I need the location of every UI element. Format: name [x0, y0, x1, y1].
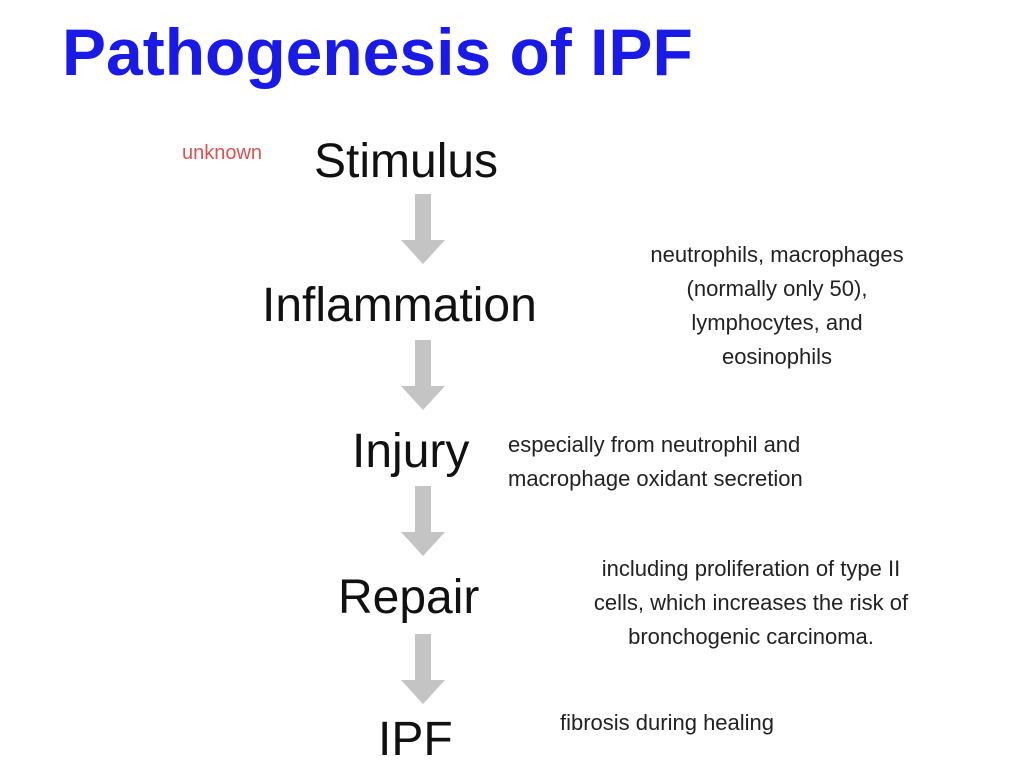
- repair-note: including proliferation of type II cells…: [534, 552, 968, 654]
- down-arrow-icon: [401, 486, 445, 556]
- step-stimulus: Stimulus: [314, 135, 499, 188]
- inflammation-note: neutrophils, macrophages (normally only …: [604, 238, 950, 374]
- down-arrow-icon: [401, 340, 445, 410]
- unknown-label: unknown: [182, 142, 263, 164]
- inflammation-note-line: (normally only 50),: [686, 276, 868, 301]
- repair-note-line: bronchogenic carcinoma.: [628, 624, 874, 649]
- injury-note-line: especially from neutrophil and: [508, 432, 801, 457]
- step-ipf: IPF: [378, 713, 453, 766]
- ipf-note-line: fibrosis during healing: [560, 710, 775, 735]
- step-inflammation: Inflammation: [262, 279, 537, 332]
- repair-note-line: cells, which increases the risk of: [593, 590, 909, 615]
- down-arrow-icon: [401, 634, 445, 704]
- repair-note-line: including proliferation of type II: [601, 556, 901, 581]
- down-arrow-icon: [401, 194, 445, 264]
- inflammation-note-line: lymphocytes, and: [691, 310, 863, 335]
- step-injury: Injury: [352, 425, 470, 478]
- injury-note-line: macrophage oxidant secretion: [508, 466, 803, 491]
- ipf-note: fibrosis during healing: [560, 706, 850, 740]
- injury-note: especially from neutrophil and macrophag…: [508, 428, 908, 496]
- step-repair: Repair: [338, 571, 480, 624]
- inflammation-note-line: eosinophils: [721, 344, 833, 369]
- page-title: Pathogenesis of IPF: [62, 15, 693, 89]
- inflammation-note-line: neutrophils, macrophages: [650, 242, 904, 267]
